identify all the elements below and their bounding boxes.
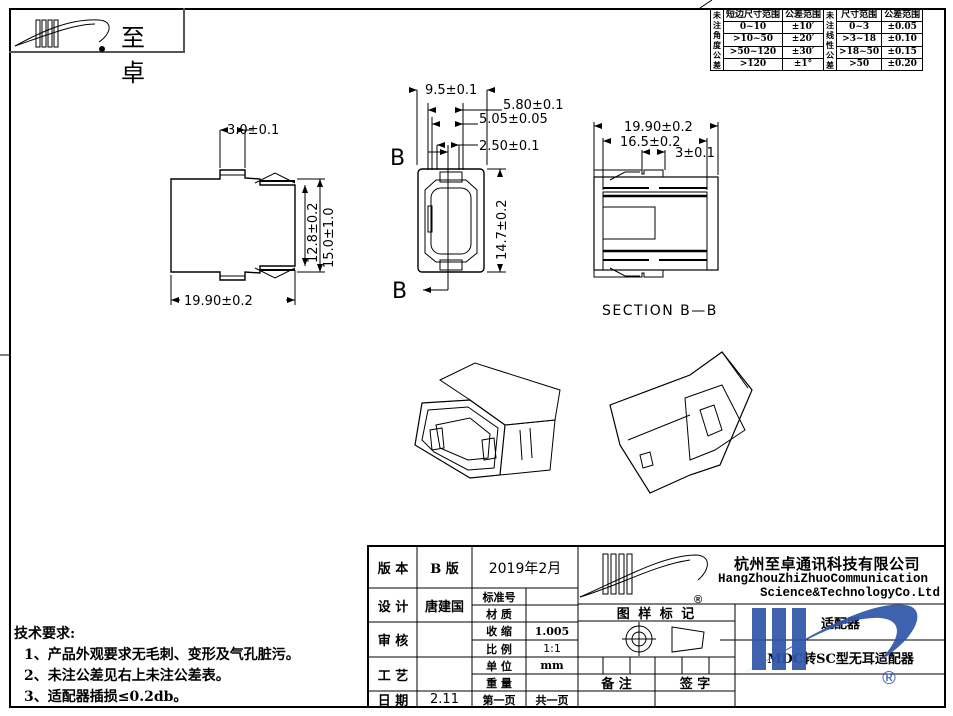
- date-value: 2.11: [430, 692, 459, 707]
- weight-label: 重 量: [486, 676, 512, 690]
- remark-label: 备 注: [601, 677, 632, 692]
- pattern-mark-label: 图 样 标 记: [616, 607, 697, 622]
- table-cell: ±20′: [782, 33, 825, 47]
- section-mark-bottom: B: [392, 279, 407, 304]
- technical-requirements: 技术要求: 1、产品外观要求无毛刺、变形及气孔脏污。 2、未注公差见右上未注公差…: [14, 624, 300, 708]
- version-label: 版 本: [377, 562, 409, 577]
- section-view: [593, 122, 719, 278]
- company-name-en-2: Science&TechnologyCo.Ltd: [760, 586, 941, 600]
- standard-label: 标准号: [482, 590, 516, 604]
- process-label: 工 艺: [377, 668, 409, 684]
- design-label: 设 计: [377, 599, 409, 615]
- date-top: 2019年2月: [488, 560, 562, 577]
- scale-label: 比 例: [486, 642, 512, 656]
- linear-tolerance-label: 未注线性公差: [823, 9, 838, 71]
- page-label: 第一页: [482, 693, 516, 707]
- material-label: 材 质: [486, 607, 512, 621]
- review-label: 审 核: [377, 634, 409, 649]
- date-label: 日 期: [377, 694, 409, 709]
- scale-value: 1:1: [543, 642, 561, 655]
- requirements-title: 技术要求:: [14, 626, 76, 642]
- dim-front-height: 14.7±0.2: [495, 199, 510, 260]
- isometric-view-front: [414, 362, 561, 479]
- logo-brand-text: 至卓: [121, 24, 153, 87]
- shrink-value: 1.005: [534, 624, 570, 638]
- section-caption: SECTION B—B: [602, 303, 718, 319]
- designer-name: 唐建国: [424, 599, 464, 615]
- dim-front-d1: 5.80±0.1: [503, 98, 564, 113]
- requirement-item: 1、产品外观要求无毛刺、变形及气孔脏污。: [24, 647, 300, 663]
- title-logo-registered: ®: [694, 594, 702, 606]
- dim-front-d2: 5.05±0.05: [479, 112, 548, 127]
- requirement-item: 2、未注公差见右上未注公差表。: [24, 668, 230, 684]
- requirement-item: 3、适配器插损≤0.2db。: [24, 689, 188, 705]
- table-row: >120±1° >50±0.20: [711, 57, 924, 72]
- edge-mark: [699, 0, 713, 9]
- dim-inner-height: 12.8±0.2: [306, 202, 321, 263]
- dim-outer-height: 15.0±1.0: [322, 207, 337, 268]
- dim-front-width: 9.5±0.1: [425, 83, 477, 98]
- shrink-label: 收 缩: [486, 625, 512, 638]
- table-cell: >50: [836, 57, 883, 72]
- sign-label: 签 字: [679, 677, 711, 692]
- title-logo-icon: [579, 553, 708, 598]
- version-value: B 版: [430, 562, 459, 577]
- title-block: [367, 545, 946, 708]
- table-row: >10~50±20′ >3~18±0.10: [711, 33, 924, 47]
- side-view: [170, 127, 325, 305]
- dim-section-length: 19.90±0.2: [624, 120, 693, 135]
- isometric-view-rear: [609, 351, 753, 494]
- dim-section-inner: 16.5±0.2: [620, 135, 681, 150]
- logo-swoosh-icon: [14, 19, 110, 52]
- company-name-en-1: HangZhouZhiZhuoCommunication: [718, 572, 929, 586]
- table-cell: ±0.20: [881, 57, 924, 72]
- tolerance-table: 未注角度公差 短边尺寸范围 公差范围 未注线性公差 尺寸范围 公差范围 0~10…: [710, 8, 924, 72]
- front-view: [409, 87, 506, 293]
- watermark-registered: ®: [880, 668, 898, 689]
- dim-tab-width: 3.0±0.1: [227, 123, 279, 138]
- total-pages-label: 共一页: [535, 693, 569, 707]
- table-cell: ±1°: [782, 57, 825, 72]
- company-name-cn: 杭州至卓通讯科技有限公司: [734, 555, 921, 573]
- dim-side-length: 19.90±0.2: [184, 294, 253, 309]
- unit-value: mm: [540, 659, 564, 672]
- section-mark-top: B: [390, 146, 405, 171]
- dim-front-d3: 2.50±0.1: [479, 139, 540, 154]
- company-logo: 至卓: [9, 8, 185, 87]
- dim-section-slot: 3±0.1: [675, 146, 715, 161]
- unit-label: 单 位: [486, 659, 512, 673]
